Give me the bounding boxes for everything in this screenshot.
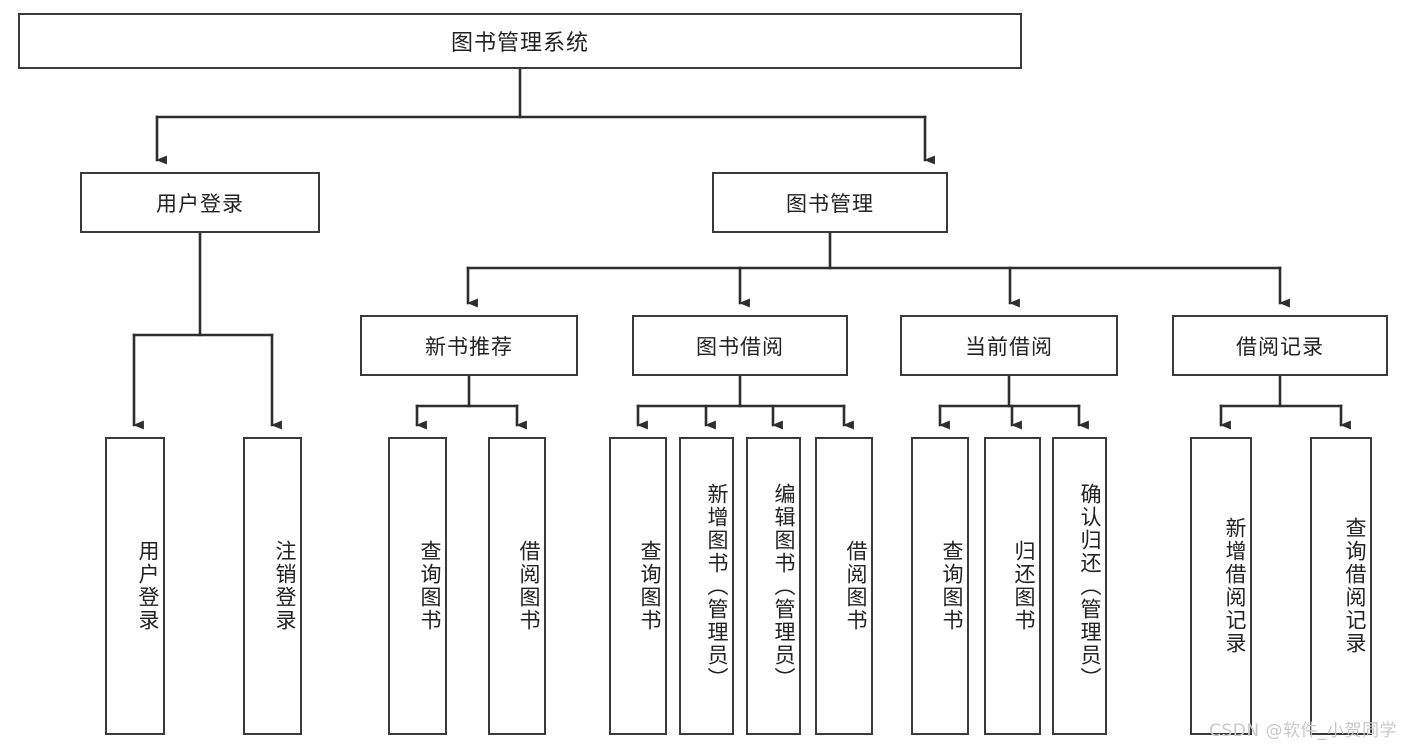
leaf-newbook-borrow-book[interactable]: 借阅图书 — [488, 437, 546, 735]
node-current-borrowing[interactable]: 当前借阅 — [900, 315, 1118, 376]
leaf-current-query-book[interactable]: 查询图书 — [911, 437, 969, 735]
leaf-borrow-edit-book-admin[interactable]: 编辑图书（管理员） — [746, 437, 801, 735]
leaf-borrow-borrow-book[interactable]: 借阅图书 — [815, 437, 873, 735]
leaf-record-add-borrow-record[interactable]: 新增借阅记录 — [1190, 437, 1252, 735]
leaf-logout[interactable]: 注销登录 — [243, 437, 302, 735]
leaf-current-return-book[interactable]: 归还图书 — [984, 437, 1041, 735]
leaf-borrow-query-book[interactable]: 查询图书 — [609, 437, 667, 735]
node-new-book-recommendation[interactable]: 新书推荐 — [360, 315, 578, 376]
node-book-borrowing[interactable]: 图书借阅 — [632, 315, 848, 376]
leaf-current-confirm-return-admin[interactable]: 确认归还（管理员） — [1052, 437, 1107, 735]
leaf-record-query-borrow-record[interactable]: 查询借阅记录 — [1310, 437, 1372, 735]
node-borrow-record[interactable]: 借阅记录 — [1172, 315, 1388, 376]
leaf-newbook-query-book[interactable]: 查询图书 — [388, 437, 447, 735]
node-book-management[interactable]: 图书管理 — [712, 172, 948, 233]
node-root-system[interactable]: 图书管理系统 — [18, 13, 1022, 69]
leaf-user-login[interactable]: 用户登录 — [105, 437, 165, 735]
leaf-borrow-add-book-admin[interactable]: 新增图书（管理员） — [679, 437, 734, 735]
node-user-login[interactable]: 用户登录 — [80, 172, 320, 233]
